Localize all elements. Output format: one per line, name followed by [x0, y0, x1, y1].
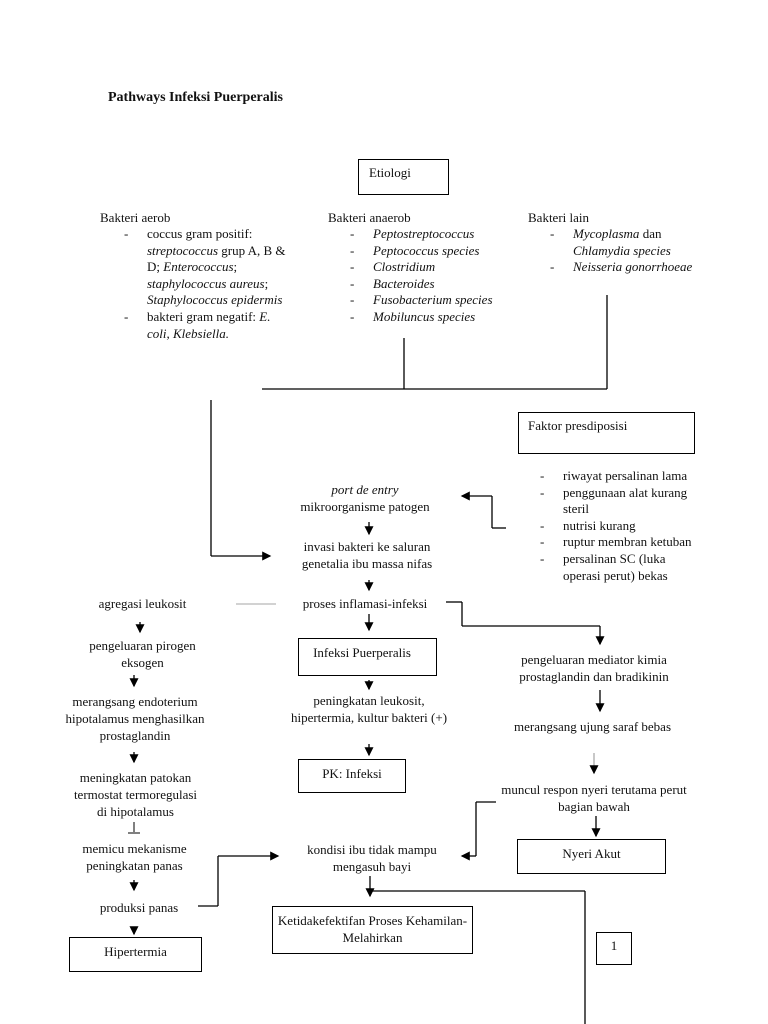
aerob-heading: Bakteri aerob: [100, 210, 171, 225]
faktor-item: nutrisi kurang: [540, 518, 705, 535]
merangsang-endoterium: merangsang endoterium hipotalamus mengha…: [65, 694, 205, 743]
infeksi-puerperalis-box: Infeksi Puerperalis: [298, 638, 437, 676]
produksi-panas: produksi panas: [99, 900, 179, 915]
faktor-list: riwayat persalinan lama penggunaan alat …: [540, 468, 705, 606]
port-de-entry: port de entry mikroorganisme patogen: [300, 482, 430, 514]
etiologi-label: Etiologi: [369, 165, 411, 180]
faktor-item: ruptur membran ketuban: [540, 534, 705, 551]
faktor-item: riwayat persalinan lama: [540, 468, 705, 485]
ketidakefektifan-label: Ketidakefektifan Proses Kehamilan-Melahi…: [277, 913, 468, 945]
anaerob-item: Clostridium: [350, 259, 508, 276]
page-number: 1: [610, 938, 618, 953]
hipertermia-box: Hipertermia: [69, 937, 202, 972]
nyeri-akut-label: Nyeri Akut: [562, 846, 621, 861]
memicu-mekanisme: memicu mekanisme peningkatan panas: [82, 841, 187, 873]
pk-infeksi-box: PK: Infeksi: [298, 759, 406, 793]
ketidakefektifan-box: Ketidakefektifan Proses Kehamilan-Melahi…: [272, 906, 473, 954]
bakteri-lain: Bakteri lain Mycoplasma dan Chlamydia sp…: [528, 209, 708, 289]
faktor-item: penggunaan alat kurang steril: [540, 485, 705, 518]
anaerob-item: Bacteroides: [350, 276, 508, 293]
aerob-item-gram-negatif: bakteri gram negatif: E. coli, Klebsiell…: [124, 309, 290, 342]
meningkatan-patokan: meningkatan patokan termostat termoregul…: [73, 770, 198, 819]
etiologi-box: Etiologi: [358, 159, 449, 195]
infeksi-puerperalis-label: Infeksi Puerperalis: [313, 645, 411, 660]
page-number-box: 1: [596, 932, 632, 965]
lain-item-mycoplasma: Mycoplasma dan Chlamydia species: [550, 226, 708, 259]
bakteri-aerob: Bakteri aerob coccus gram positif: strep…: [100, 209, 290, 342]
anaerob-item: Peptococcus species: [350, 243, 508, 260]
pengeluaran-mediator: pengeluaran mediator kimia prostaglandin…: [519, 652, 669, 684]
nyeri-akut-box: Nyeri Akut: [517, 839, 666, 874]
respon-nyeri: muncul respon nyeri terutama perut bagia…: [501, 782, 687, 814]
anaerob-item: Mobiluncus species: [350, 309, 508, 326]
lain-item-neisseria: Neisseria gonorrhoeae: [550, 259, 708, 276]
merangsang-ujung-saraf: merangsang ujung saraf bebas: [513, 719, 672, 734]
lain-heading: Bakteri lain: [528, 210, 590, 225]
faktor-presdiposisi-box: Faktor presdiposisi: [518, 412, 695, 454]
kondisi-ibu: kondisi ibu tidak mampu mengasuh bayi: [307, 842, 437, 874]
peningkatan-leukosit: peningkatan leukosit, hipertermia, kultu…: [290, 693, 448, 725]
anaerob-heading: Bakteri anaerob: [328, 210, 411, 225]
bakteri-anaerob: Bakteri anaerob Peptostreptococcus Pepto…: [328, 209, 508, 340]
anaerob-item: Peptostreptococcus: [350, 226, 508, 243]
hipertermia-label: Hipertermia: [104, 944, 167, 959]
proses-inflamasi: proses inflamasi-infeksi: [302, 596, 428, 611]
pengeluaran-pirogen: pengeluaran pirogen eksogen: [89, 638, 196, 670]
anaerob-item: Fusobacterium species: [350, 292, 508, 309]
pk-infeksi-label: PK: Infeksi: [322, 766, 382, 781]
invasi-bakteri: invasi bakteri ke saluran genetalia ibu …: [301, 539, 433, 571]
page-title: Pathways Infeksi Puerperalis: [108, 90, 283, 105]
aerob-item-gram-positif: coccus gram positif: streptococcus grup …: [124, 226, 290, 309]
faktor-item: persalinan SC (luka operasi perut) bekas: [540, 551, 705, 584]
agregasi-leukosit: agregasi leukosit: [98, 596, 187, 611]
faktor-heading: Faktor presdiposisi: [528, 418, 628, 433]
